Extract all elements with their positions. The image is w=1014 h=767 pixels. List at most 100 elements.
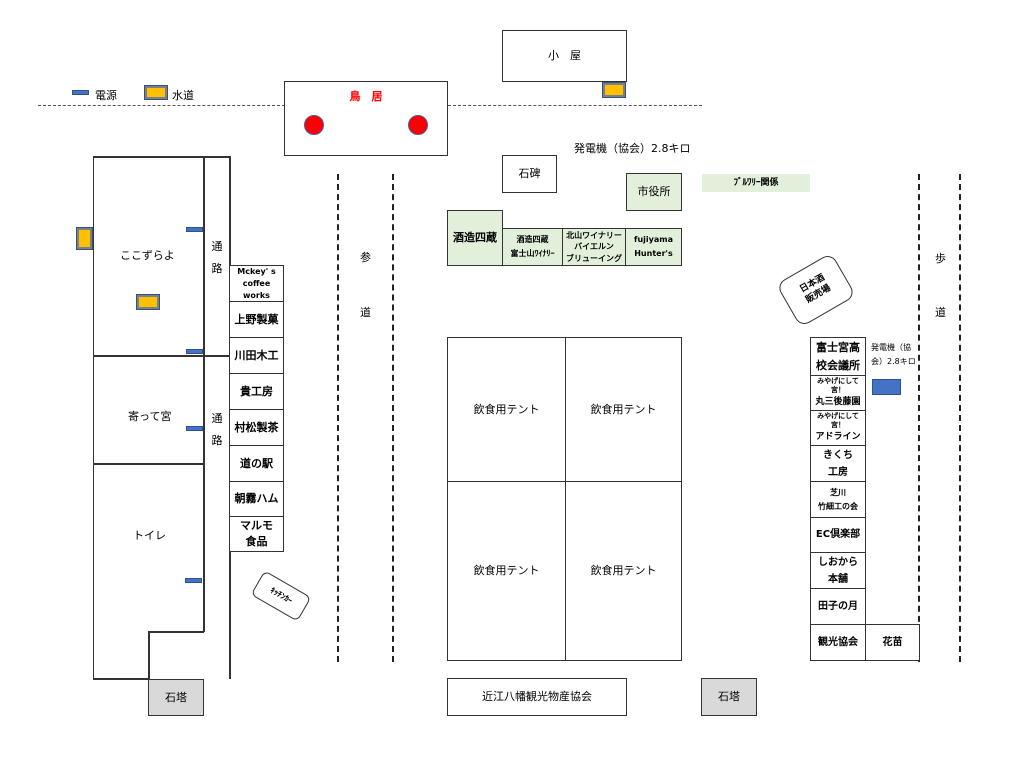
approach-road-char-1: 参: [360, 251, 371, 264]
stall-label: Hunter's: [634, 249, 673, 258]
stall-kawada[interactable]: 川田木工: [229, 337, 284, 374]
stall-label: 富士山ﾜｲﾅﾘｰ: [510, 249, 555, 258]
left-block-top: [93, 156, 230, 158]
food-tent-4[interactable]: 飲食用テント: [565, 481, 682, 661]
stall-label: 富士宮高: [816, 341, 860, 355]
water-legend-icon: [144, 85, 168, 100]
hut-water-icon: [602, 82, 626, 98]
sake-brewery-main[interactable]: 酒造四蔵: [447, 210, 503, 266]
stall-marumo[interactable]: マルモ食品: [229, 516, 284, 552]
stall-label: 貴工房: [240, 384, 273, 398]
stone-tower-left-label: 石塔: [165, 690, 187, 704]
stall-label: 花苗: [882, 636, 903, 648]
stall-michinoeki[interactable]: 道の駅: [229, 445, 284, 482]
stall-label: EC倶楽部: [815, 529, 861, 540]
kokozura-label: ここずらよ: [120, 249, 175, 262]
stall-takakobo[interactable]: 貴工房: [229, 373, 284, 410]
stall-muramatsu[interactable]: 村松製茶: [229, 409, 284, 446]
power-icon-4: [185, 578, 202, 583]
tent-label: 飲食用テント: [473, 564, 540, 578]
food-tent-2[interactable]: 飲食用テント: [565, 337, 682, 482]
yotte-bottom: [93, 463, 204, 465]
kokozura-bottom: [93, 355, 230, 357]
stall-label: 観光協会: [818, 636, 858, 648]
stall-label: 工房: [828, 466, 848, 478]
approach-road-left-edge: [337, 174, 339, 662]
passage-1-char-2: 路: [211, 262, 223, 275]
food-tent-3[interactable]: 飲食用テント: [447, 481, 566, 661]
stall-marusan-gotoen[interactable]: みやげにして宮！丸三後藤園: [810, 375, 866, 411]
stone-tower-left[interactable]: 石塔: [148, 679, 204, 716]
torii-gate[interactable]: 鳥 居: [284, 81, 448, 156]
sake-sales-area[interactable]: 日本酒販売場: [775, 252, 857, 328]
toilet-step-top: [148, 631, 204, 633]
stall-seedlings[interactable]: 花苗: [865, 624, 920, 661]
brewery-label-text: ﾌﾞﾙﾜﾘｰ関係: [733, 177, 779, 188]
stall-asagiri[interactable]: 朝霧ハム: [229, 481, 284, 517]
power-icon-2: [186, 349, 203, 354]
stall-label: Mckey' s: [237, 266, 276, 276]
stall-label: しおから: [818, 556, 858, 568]
stall-label: 朝霧ハム: [234, 492, 279, 506]
stall-shibakawa-bamboo[interactable]: 芝川竹細工の会: [810, 481, 866, 518]
stone-tower-right-label: 石塔: [718, 690, 740, 704]
stall-kikuchi[interactable]: きくち工房: [810, 445, 866, 482]
stall-adline[interactable]: みやげにして宮！アドライン: [810, 410, 866, 446]
passage-2-label: 通 路: [210, 408, 224, 452]
power-icon-3: [186, 426, 203, 431]
food-tent-1[interactable]: 飲食用テント: [447, 337, 566, 482]
stall-shiokara[interactable]: しおから本舗: [810, 552, 866, 589]
power-legend-label: 電源: [95, 89, 117, 102]
city-hall-label: 市役所: [637, 185, 671, 199]
stall-ueno[interactable]: 上野製菓: [229, 301, 284, 338]
stall-tourism-assoc[interactable]: 観光協会: [810, 624, 866, 661]
city-hall[interactable]: 市役所: [626, 173, 682, 211]
passage-1-label: 通 路: [210, 236, 224, 280]
water-icon-left-outside: [76, 227, 93, 250]
boundary-line-right: [448, 105, 702, 106]
stall-sake-fuji-winery[interactable]: 酒造四蔵富士山ﾜｲﾅﾘｰ: [502, 228, 563, 266]
passage-2-char-1: 通: [211, 412, 223, 425]
stall-tagonotsuki[interactable]: 田子の月: [810, 588, 866, 625]
stone-monument[interactable]: 石碑: [502, 155, 557, 193]
stall-label: 道の駅: [240, 456, 273, 470]
right-generator-note: 発電機（協会）2.8キロ: [871, 341, 917, 368]
walkway-char-1: 歩: [935, 252, 946, 265]
stall-label: 上野製菓: [234, 312, 279, 326]
stall-label: 竹細工の会: [818, 501, 858, 511]
stall-label: 川田木工: [234, 348, 279, 362]
approach-road-char-2: 道: [360, 306, 371, 319]
stall-label: 芝川: [830, 487, 846, 497]
left-block-divider: [203, 156, 205, 632]
hut[interactable]: 小 屋: [502, 30, 627, 82]
stall-label: coffee works: [242, 278, 271, 300]
hut-label: 小 屋: [548, 49, 581, 63]
stall-label: マルモ: [240, 518, 273, 532]
stall-label: きくち: [823, 449, 853, 461]
left-block-bottom: [93, 678, 149, 680]
stall-fujinomiya-high[interactable]: 富士宮高校会議所: [810, 337, 866, 376]
stone-tower-right[interactable]: 石塔: [701, 678, 757, 716]
toilet-step-side: [148, 631, 150, 679]
walkway-right-edge: [959, 174, 961, 662]
stall-label: アドライン: [815, 431, 861, 442]
stall-kitayama-bayern[interactable]: 北山ワイナリーバイエルンブリューイング: [562, 228, 626, 266]
kitchen-car[interactable]: ｷｯﾁﾝｶｰ: [250, 570, 312, 622]
boundary-line-left: [38, 105, 285, 106]
toilet-label: トイレ: [133, 529, 166, 542]
stall-label: 北山ワイナリー: [566, 230, 622, 240]
stall-label: 村松製茶: [234, 420, 279, 434]
torii-pillar-right-icon: [408, 115, 428, 135]
passage-2-char-2: 路: [211, 434, 223, 447]
water-icon-kokozura: [136, 294, 160, 310]
tourism-association-label: 近江八幡観光物産協会: [482, 690, 592, 704]
stall-ec-club[interactable]: EC倶楽部: [810, 517, 866, 553]
tourism-association-booth[interactable]: 近江八幡観光物産協会: [447, 678, 627, 716]
tent-label: 飲食用テント: [590, 402, 657, 416]
stall-label: 食品: [245, 535, 268, 548]
brewery-label: ﾌﾞﾙﾜﾘｰ関係: [702, 174, 810, 192]
stall-mckeys[interactable]: Mckey' s coffee works: [229, 265, 284, 302]
right-generator-note-text: 発電機（協会）2.8キロ: [871, 343, 916, 366]
stall-label: 田子の月: [818, 600, 858, 612]
